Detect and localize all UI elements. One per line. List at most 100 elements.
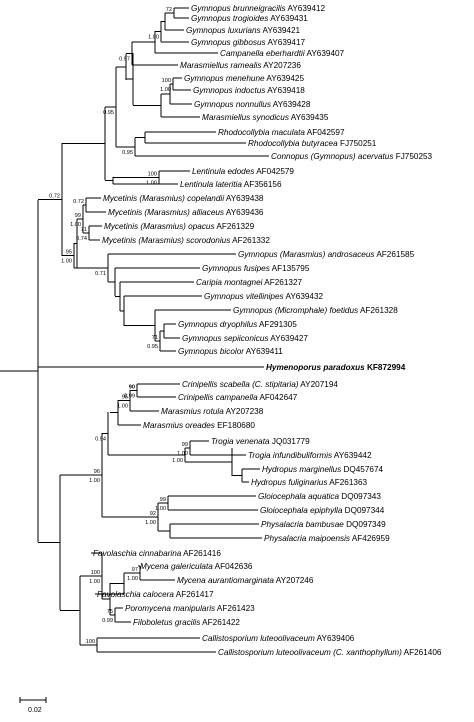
taxon-label: Trogia infundibuliformis AY639442 (248, 451, 372, 460)
taxon-species: Marasmius rotula (161, 407, 224, 416)
bootstrap-support: 95 (66, 250, 72, 256)
taxon-species: Mycetinis (Marasmius) scorodonius (102, 236, 230, 245)
posterior-probability: 1.00 (89, 579, 100, 585)
taxon-label: Gymnopus nonnullus AY639428 (194, 100, 311, 109)
posterior-probability: 1.00 (160, 87, 171, 93)
taxon-species: Gymnopus (Micromphale) foetidus (233, 306, 358, 315)
bootstrap-support: 0.72 (73, 199, 84, 205)
taxon-label: Favolaschia cinnabarina AF261416 (93, 549, 221, 558)
taxon-label: Gymnopus bicolor AY639411 (178, 347, 283, 356)
taxon-label: Caripia montagnei AF261327 (196, 278, 303, 287)
taxon-label: Mycetinis (Marasmius) alliaceus AY639436 (108, 208, 264, 217)
taxon-accession: EF180680 (215, 421, 256, 430)
taxon-species: Caripia montagnei (196, 278, 263, 287)
taxon-accession: AF261327 (262, 278, 302, 287)
taxon-label: Mycena aurantiomarginata AY207246 (177, 576, 314, 585)
taxon-species: Gymnopus sepiiconicus (182, 334, 268, 343)
taxon-accession: AF261585 (375, 250, 415, 259)
bootstrap-support: 100 (86, 639, 95, 645)
taxon-label: Gymnopus menehune AY639425 (184, 74, 304, 83)
taxon-label: Callistosporium luteoolivaceum AY639406 (202, 634, 355, 643)
taxon-accession: DQ097349 (344, 520, 386, 529)
posterior-probability: 1.00 (177, 451, 188, 457)
taxon-accession: AY639417 (266, 38, 306, 47)
taxon-accession: AF261329 (215, 222, 255, 231)
taxon-species: Physalacria maipoensis (264, 534, 350, 543)
taxon-label: Hydropus marginellus DQ457674 (262, 465, 384, 474)
taxon-label: Lentinula lateritia AF356156 (180, 180, 282, 189)
posterior-probability: 1.00 (127, 576, 138, 582)
taxon-accession: KF872994 (365, 363, 406, 372)
posterior-probability: 1.00 (70, 222, 81, 228)
taxon-species: Callistosporium luteoolivaceum (202, 634, 315, 643)
taxon-species: Connopus (Gymnopus) acervatus (271, 152, 393, 161)
bootstrap-support: 97 (132, 567, 138, 573)
taxon-species: Gymnopus trogioides (191, 14, 268, 23)
posterior-probability: 1.00 (148, 35, 159, 41)
taxon-label: Campanella eberhardtii AY639407 (220, 49, 345, 58)
taxon-species: Favolaschia calocera (97, 590, 174, 599)
taxon-accession: AY207246 (274, 576, 314, 585)
taxon-accession: AF135795 (270, 264, 310, 273)
taxon-accession: AY639406 (315, 634, 355, 643)
posterior-probability: 0.71 (95, 271, 106, 277)
taxon-species: Hydropus fuliginarius (251, 478, 327, 487)
bootstrap-support: 92 (150, 511, 156, 517)
taxon-accession: AY639425 (265, 74, 305, 83)
posterior-probability: 0.95 (147, 344, 158, 350)
taxon-species: Gloiocephala epiphylla (260, 506, 343, 515)
taxon-species: Gymnopus luxurians (186, 26, 261, 35)
taxon-accession: AY639438 (224, 194, 264, 203)
taxon-species: Gymnopus menehune (184, 74, 265, 83)
taxon-species: Mycetinis (Marasmius) copelandii (103, 194, 224, 203)
taxon-accession: AF261417 (174, 590, 214, 599)
posterior-probability: 0.99 (124, 394, 135, 400)
taxon-accession: DQ457674 (341, 465, 383, 474)
posterior-probability: 0.74 (76, 236, 87, 242)
bootstrap-support: 71 (152, 335, 158, 341)
bootstrap-support: 99 (160, 497, 166, 503)
taxon-label: Gymnopus trogioides AY639431 (191, 14, 308, 23)
taxon-species: Gymnopus (Marasmius) androsaceus (238, 250, 375, 259)
bootstrap-support: 0.72 (49, 194, 60, 200)
taxon-species: Trogia venenata (211, 437, 270, 446)
taxon-label: Rhodocollybia maculata AF042597 (218, 128, 345, 137)
taxon-label: Gymnopus fusipes AF135795 (202, 264, 310, 273)
scale-bar: 0.02 (19, 697, 47, 714)
taxon-species: Trogia infundibuliformis (248, 451, 332, 460)
taxon-accession: AY639436 (224, 208, 264, 217)
posterior-probability: 1.00 (117, 404, 128, 410)
taxon-accession: AY639411 (244, 347, 283, 356)
taxon-species: Poromycena manipularis (125, 604, 215, 613)
posterior-probability: 0.99 (102, 618, 113, 624)
posterior-probability: 0.97 (119, 57, 130, 63)
taxon-species: Gymnopus indoctus (193, 86, 265, 95)
taxon-label: Filoboletus gracilis AF261422 (133, 618, 240, 627)
bootstrap-support: 71 (81, 227, 87, 233)
taxon-accession: AY639431 (268, 14, 308, 23)
taxon-label: Physalacria maipoensis AF426959 (264, 534, 390, 543)
bootstrap-support: 75 (107, 609, 113, 615)
taxon-label: Mycetinis (Marasmius) scorodonius AF2613… (102, 236, 270, 245)
bootstrap-support: 100 (148, 172, 157, 178)
taxon-label: Poromycena manipularis AF261423 (125, 604, 255, 613)
taxon-label: Gymnopus brunneigracilis AY639412 (191, 4, 326, 13)
taxon-accession: FJ750253 (393, 152, 432, 161)
taxon-label: Gymnopus (Micromphale) foetidus AF261328 (233, 306, 398, 315)
posterior-probability: 1.00 (155, 506, 166, 512)
taxon-species: Campanella eberhardtii (220, 49, 305, 58)
taxon-accession: DQ097343 (339, 492, 381, 501)
posterior-probability: 1.00 (146, 181, 157, 187)
taxon-species: Marasmiellus synodicus (202, 113, 289, 122)
taxon-accession: AY639407 (305, 49, 345, 58)
taxon-label: Crinipellis scabella (C. stipitaria) AY2… (182, 380, 338, 389)
taxon-species: Mycena galericulata (140, 562, 213, 571)
taxon-species: Hymenoporus paradoxus (266, 363, 365, 372)
taxon-species: Physalacria bambusae (261, 520, 344, 529)
taxon-species: Filoboletus gracilis (133, 618, 200, 627)
taxon-label: Rhodocollybia butyracea FJ750251 (248, 139, 377, 148)
taxon-species: Rhodocollybia maculata (218, 128, 305, 137)
taxon-species: Gymnopus gibbosus (191, 38, 266, 47)
taxon-accession: AY207194 (298, 380, 338, 389)
